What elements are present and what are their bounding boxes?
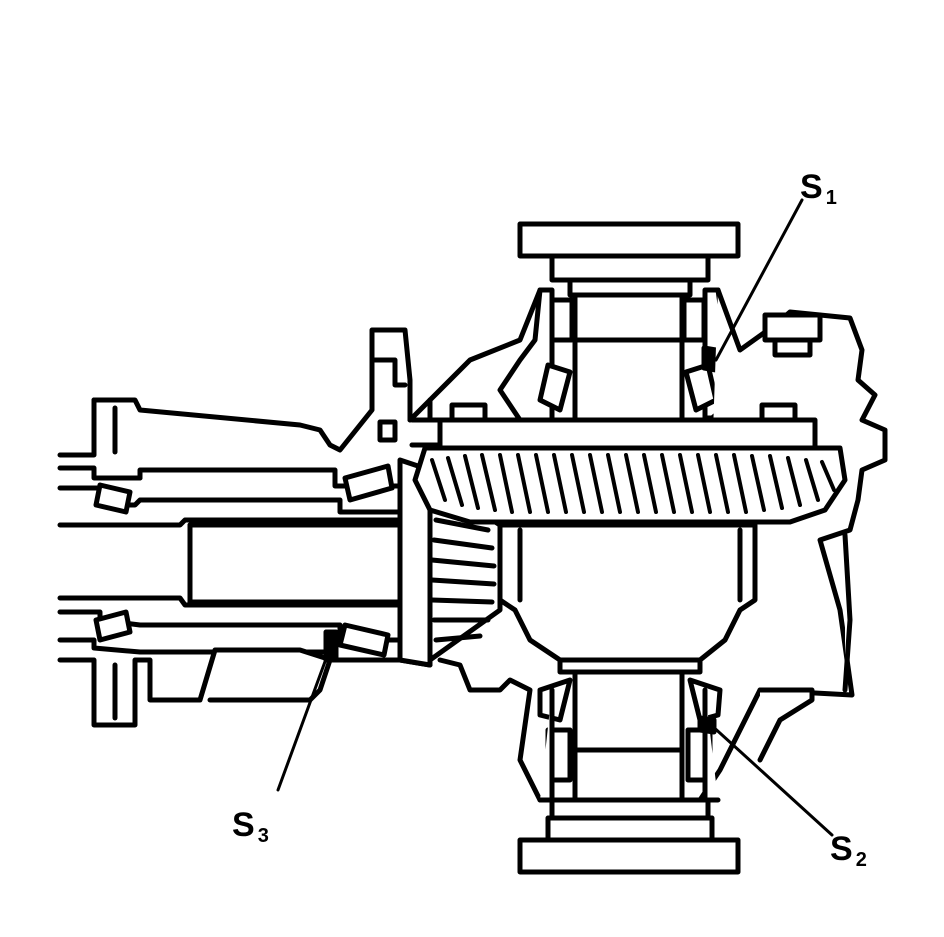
leader-line-s3: [276, 646, 332, 792]
callout-s1-letter: S: [800, 168, 823, 206]
callout-s2-index: 2: [855, 849, 867, 871]
bottom-bearing-housing: [537, 677, 723, 803]
bottom-output-flange: [517, 797, 741, 875]
shim-s1-mark: [701, 345, 719, 373]
differential-case: [497, 522, 758, 675]
pinion-shaft: [187, 522, 413, 605]
callout-s3-letter: S: [232, 806, 255, 844]
top-output-flange: [517, 221, 741, 298]
callout-s2-letter: S: [830, 830, 853, 868]
leader-line-s2: [708, 722, 834, 837]
shim-s2-mark: [697, 715, 717, 735]
callout-s3-index: 3: [257, 825, 269, 847]
differential-housing: [327, 287, 888, 803]
bottom-output-shaft: [572, 669, 685, 803]
ring-gear: [412, 417, 848, 525]
pinion-housing: [57, 327, 413, 728]
leader-line-s1: [714, 198, 804, 362]
top-output-shaft: [572, 292, 685, 428]
callout-s1-index: 1: [825, 187, 837, 209]
